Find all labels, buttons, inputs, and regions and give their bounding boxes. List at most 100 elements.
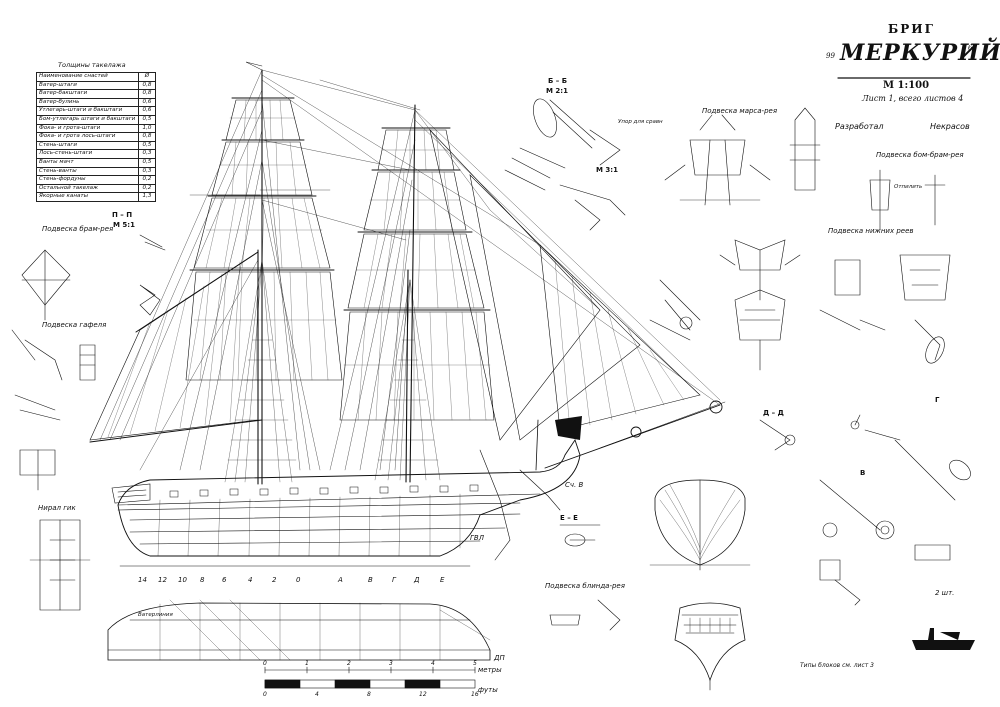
stern-view (674, 602, 746, 691)
body-plan (649, 479, 751, 571)
section-title-royal-yard: Подвеска бом-брам-рея (876, 151, 964, 159)
view-mark-v: В (860, 469, 866, 477)
rigging-name: Ватер-бакштаги (36, 89, 139, 99)
rigging-name: Стень-штаги (36, 140, 139, 151)
rigging-name: Бом-утлегарь штаги и бакштаги (36, 114, 139, 125)
main-mast-sails (185, 97, 343, 381)
sheet-number: Лист 1, всего листов 4 (862, 94, 964, 103)
rigging-diameter: 0,6 (138, 106, 156, 116)
rigging-diameter: 0,8 (138, 89, 156, 99)
detail-blind-yard (549, 524, 621, 631)
foot-tick-label: 12 (419, 691, 427, 698)
rigging-diameter: 0,5 (138, 140, 156, 151)
view-mark-p: П – П (112, 211, 133, 219)
rigging-diameter: 0,2 (138, 175, 156, 185)
rigging-name: Стень-ванты (36, 166, 139, 177)
station-number: В (368, 576, 373, 584)
rigging-name: Остальной такелаж (36, 183, 139, 194)
station-number: Д (414, 576, 420, 584)
scale-mark-p: М 5:1 (113, 221, 135, 229)
view-mark-e: Е – Е (560, 514, 578, 522)
label-block-types: Типы блоков см. лист 3 (800, 662, 874, 669)
fore-mast-sails (339, 127, 495, 421)
title-type: БРИГ (888, 22, 935, 36)
meter-tick-label: 5 (473, 660, 477, 667)
rigging-diameter: 0,8 (138, 80, 156, 91)
label-cut: Отпилить (894, 184, 923, 190)
label-see-b: Сч. В (565, 481, 584, 489)
detail-left-braces (11, 234, 166, 611)
rigging-name: Лось-стень-штаги (36, 149, 139, 159)
meter-tick-label: 1 (305, 660, 309, 667)
rigging-diameter: 0,5 (138, 157, 156, 168)
scale-mark-m3: М 3:1 (596, 166, 618, 174)
rigging-name: Ватер-булинь (36, 97, 139, 108)
title-right-number: 66 (968, 44, 977, 52)
rigging-name: Якорные канаты (36, 192, 139, 202)
detail-lower-yards (649, 239, 801, 371)
headsails (429, 128, 701, 441)
meter-tick-label: 0 (263, 660, 267, 667)
label-stop: Упор для сравн (618, 119, 663, 125)
station-number: Е (440, 576, 445, 584)
rigging-diameter: Ø (138, 72, 156, 82)
section-title-lower-yards: Подвеска нижних реев (828, 227, 914, 235)
deck-plan (107, 599, 491, 661)
station-number: 12 (158, 576, 167, 584)
foot-tick-label: 8 (367, 691, 371, 698)
bowsprit (544, 400, 726, 469)
detail-topsail-yard (664, 107, 821, 206)
developed-label: Разработал (835, 122, 884, 131)
rigging-name: Ватер-штаги (36, 80, 139, 91)
foot-tick-label: 0 (263, 691, 267, 698)
standing-rigging (99, 69, 721, 471)
foot-tick-label: 4 (315, 691, 319, 698)
station-number: А (338, 576, 343, 584)
rigging-diameter: 0,3 (138, 166, 156, 177)
shrouds (224, 259, 441, 483)
detail-royal-yard (819, 169, 951, 364)
station-number: 8 (200, 576, 205, 584)
meter-tick-label: 3 (389, 660, 393, 667)
ensign-flag (555, 416, 582, 440)
title-scale: М 1:100 (883, 80, 930, 91)
section-title-gaff: Подвеска гафеля (42, 321, 107, 329)
rigging-diameter: 1,3 (138, 192, 156, 202)
label-feet: футы (478, 686, 498, 694)
section-title-boom: Нирал гик (38, 504, 76, 512)
station-number: Г (392, 576, 396, 584)
detail-mast-cap (504, 98, 626, 231)
scale-mark-b: М 2:1 (546, 87, 568, 95)
station-number: 2 (272, 576, 277, 584)
spanker-sail (89, 251, 263, 443)
station-number: 14 (138, 576, 147, 584)
detail-block-right (759, 414, 971, 606)
stem-detail (479, 449, 561, 561)
rigging-diameter: 0,8 (138, 132, 156, 142)
rigging-name: Наименование снастей (36, 72, 139, 82)
station-number: 10 (178, 576, 187, 584)
section-title-blind-yard: Подвеска блинда-рея (545, 582, 625, 590)
boat-emblem (912, 628, 975, 650)
rigging-name: Стень-фордуны (36, 175, 139, 185)
rigging-diameter: 1,0 (138, 123, 156, 134)
label-gvl: ГВЛ (470, 534, 484, 542)
hull-profile (111, 438, 581, 567)
rigging-name: Фока- и грота лось-штаги (36, 132, 139, 142)
